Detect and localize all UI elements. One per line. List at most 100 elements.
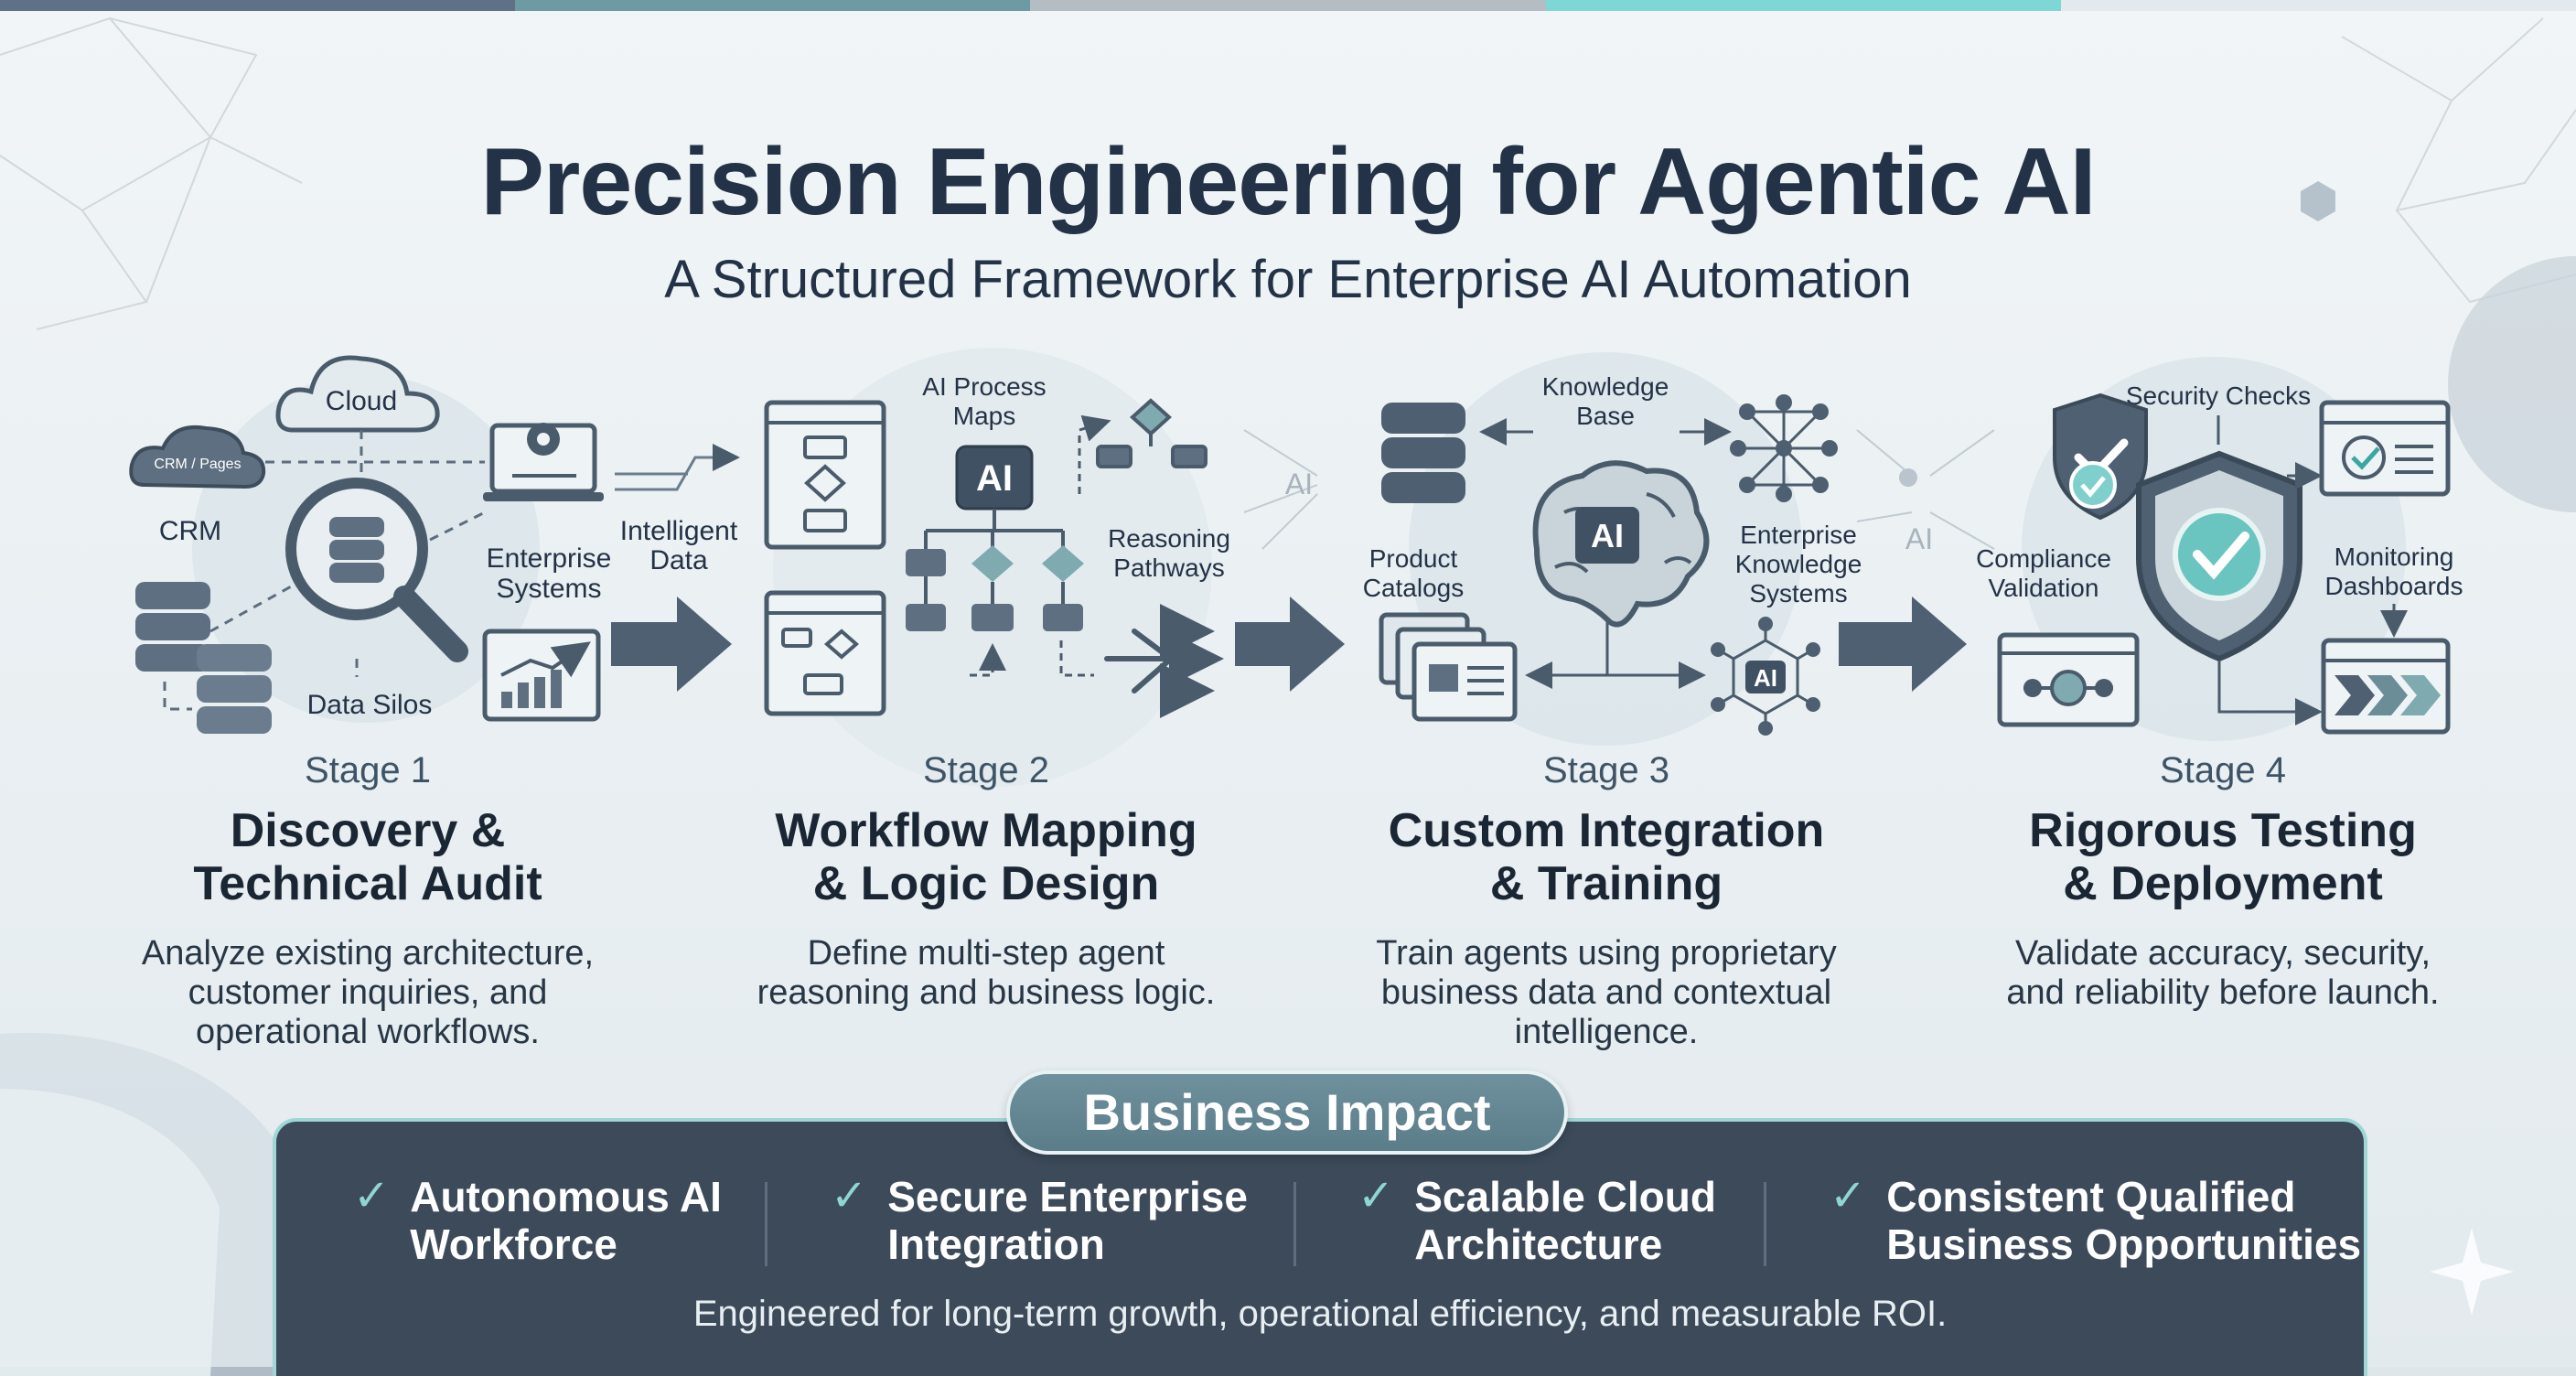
stage-2-illustration: AI Process Maps AI [764, 372, 1230, 718]
svg-text:Compliance: Compliance [1976, 544, 2111, 573]
impact-item-text: Secure Enterprise Integration [887, 1173, 1248, 1268]
stage-description-line: operational workflows. [196, 1013, 540, 1051]
stage-3: Stage 3 Custom Integration & Training Tr… [1323, 750, 1890, 1052]
stage-title-line: & Training [1489, 857, 1723, 910]
stage-description-line: Define multi-step agent [807, 934, 1165, 973]
svg-text:Systems: Systems [1749, 579, 1847, 607]
impact-item-1: ✓ Autonomous AI Workforce [353, 1172, 722, 1269]
svg-text:Monitoring: Monitoring [2334, 543, 2454, 571]
stage-label: Stage 2 [923, 750, 1049, 790]
stage-title-line: Discovery & [230, 804, 506, 857]
stage-1-illustration: Cloud CRM / Pages CRM [129, 355, 740, 734]
stage-title: Custom Integration & Training [1323, 804, 1890, 910]
database-stack-icon [135, 582, 272, 734]
svg-text:Intelligent: Intelligent [620, 516, 738, 546]
svg-text:AI: AI [976, 458, 1013, 499]
svg-text:Knowledge: Knowledge [1735, 550, 1862, 578]
svg-text:Product: Product [1369, 544, 1458, 573]
stage-title-line: & Deployment [2063, 857, 2383, 910]
svg-text:AI: AI [1754, 664, 1777, 692]
stage-description-line: customer inquiries, and [188, 973, 548, 1012]
check-icon: ✓ [353, 1172, 391, 1220]
shield-check-icon [2136, 450, 2302, 662]
impact-item-4: ✓ Consistent Qualified Business Opportun… [1830, 1172, 2362, 1269]
catalog-documents-icon [1379, 612, 1518, 722]
stage-description-line: reasoning and business logic. [757, 973, 1216, 1012]
svg-text:Data: Data [649, 545, 708, 575]
flowchart-window-icon [764, 400, 886, 550]
check-icon: ✓ [831, 1172, 868, 1220]
svg-text:CRM: CRM [159, 516, 221, 546]
enterprise-systems-icon [483, 423, 604, 501]
stage-description-line: Train agents using proprietary [1376, 934, 1837, 973]
stage-3-illustration: AI Knowledge Base Product Catalogs [1243, 372, 1862, 736]
magnifier-database-icon [285, 478, 468, 662]
monitoring-check-window-icon [2319, 400, 2451, 497]
impact-divider [765, 1182, 767, 1266]
svg-text:CRM / Pages: CRM / Pages [154, 457, 241, 472]
stage-1: Stage 1 Discovery & Technical Audit Anal… [84, 750, 651, 1052]
impact-item-line: Workforce [410, 1220, 617, 1268]
check-icon: ✓ [1358, 1172, 1395, 1220]
page-subtitle: A Structured Framework for Enterprise AI… [664, 250, 1912, 309]
impact-item-line: Autonomous AI [410, 1173, 722, 1220]
stage-title-line: & Logic Design [812, 857, 1160, 910]
chart-screen-icon [482, 629, 601, 722]
stage-label: Stage 4 [2160, 750, 2286, 790]
stage-title-line: Rigorous Testing [2029, 804, 2417, 857]
impact-item-line: Architecture [1414, 1220, 1663, 1268]
stage-description: Validate accuracy, security, and reliabi… [1939, 934, 2506, 1013]
stage-description-line: intelligence. [1514, 1013, 1699, 1051]
stage-label: Stage 3 [1543, 750, 1669, 790]
svg-text:Dashboards: Dashboards [2325, 572, 2463, 600]
svg-text:Security Checks: Security Checks [2126, 382, 2311, 410]
stage-4-illustration: AI Security Checks Compliance Validation [1856, 382, 2463, 735]
flow-arrow-1 [611, 597, 732, 692]
svg-text:AI Process: AI Process [922, 372, 1046, 401]
svg-text:AI: AI [1591, 517, 1624, 554]
small-shield-check-icon [2053, 392, 2148, 521]
svg-text:Cloud: Cloud [326, 386, 397, 416]
impact-divider [1764, 1182, 1766, 1266]
svg-text:Catalogs: Catalogs [1363, 574, 1465, 602]
svg-text:Systems: Systems [496, 574, 601, 604]
deployment-window-icon [2321, 638, 2451, 735]
svg-text:Reasoning: Reasoning [1108, 524, 1230, 553]
stage-2: Stage 2 Workflow Mapping & Logic Design … [703, 750, 1270, 1013]
stage-title-line: Custom Integration [1388, 804, 1825, 857]
check-icon: ✓ [1830, 1172, 1867, 1220]
crm-badge-icon [129, 425, 266, 489]
stage-description: Train agents using proprietary business … [1323, 934, 1890, 1052]
stage-description-line: and reliability before launch. [2006, 973, 2440, 1012]
svg-text:Validation: Validation [1989, 574, 2099, 602]
impact-item-line: Consistent Qualified [1886, 1173, 2296, 1220]
cloud-icon [275, 355, 440, 433]
impact-item-line: Secure Enterprise [887, 1173, 1248, 1220]
svg-text:Pathways: Pathways [1113, 554, 1224, 582]
stage-title: Workflow Mapping & Logic Design [703, 804, 1270, 910]
svg-text:Maps: Maps [953, 402, 1015, 430]
pathways-arrows-icon [1104, 604, 1224, 718]
svg-text:AI: AI [1285, 468, 1313, 500]
page-title: Precision Engineering for Agentic AI [480, 129, 2096, 235]
flow-arrow-3 [1839, 597, 1967, 692]
impact-item-line: Business Opportunities [1886, 1220, 2362, 1268]
stage-description-line: business data and contextual [1380, 973, 1832, 1012]
business-impact-panel [273, 1118, 2367, 1376]
stage-title: Rigorous Testing & Deployment [1939, 804, 2506, 910]
stage-title-line: Technical Audit [193, 857, 542, 910]
svg-text:Data Silos: Data Silos [307, 690, 433, 720]
top-accent-bar [0, 0, 2576, 11]
impact-footer: Engineered for long-term growth, operati… [692, 1294, 1948, 1334]
business-impact-heading: Business Impact [1006, 1070, 1568, 1155]
svg-text:AI: AI [1905, 522, 1933, 555]
stage-title-line: Workflow Mapping [775, 804, 1197, 857]
svg-text:Enterprise: Enterprise [487, 543, 612, 574]
stage-description-line: Analyze existing architecture, [141, 934, 595, 973]
stage-title: Discovery & Technical Audit [84, 804, 651, 910]
flowchart-window-icon [764, 590, 886, 716]
impact-item-line: Integration [887, 1220, 1105, 1268]
svg-text:Knowledge: Knowledge [1542, 372, 1669, 401]
